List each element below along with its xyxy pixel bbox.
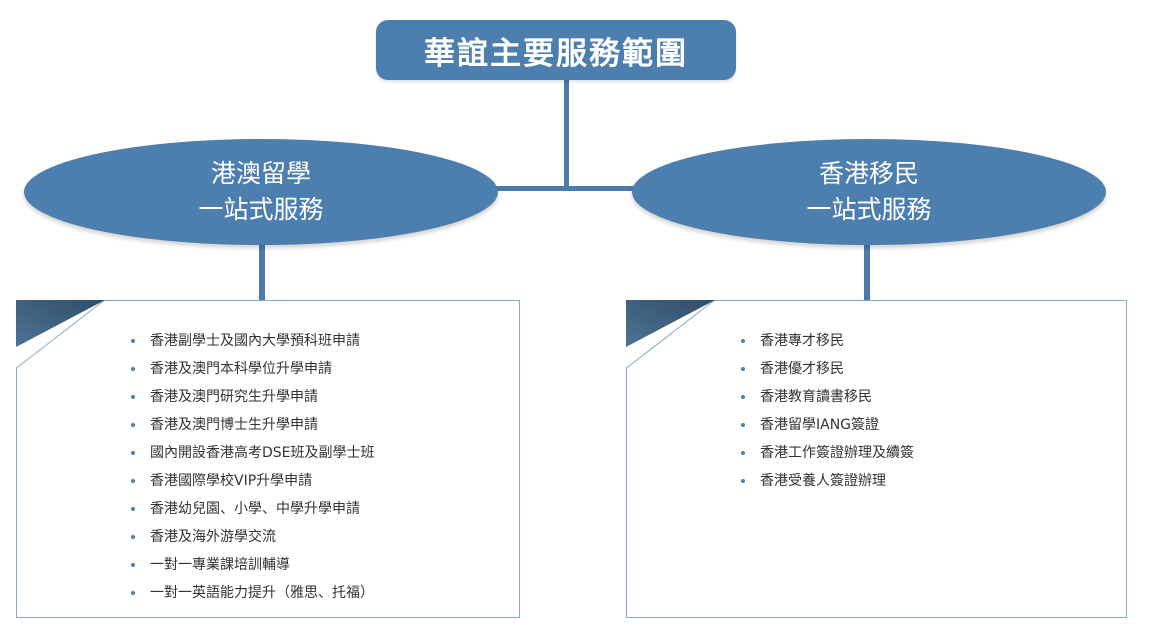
immigration-card-tab <box>626 300 715 347</box>
diagram-title: 華誼主要服務範圍 <box>376 20 736 80</box>
connector-right-down <box>864 245 870 300</box>
study-service-list: 香港副學士及國內大學預科班申請 香港及澳門本科學位升學申請 香港及澳門研究生升學… <box>128 327 375 607</box>
list-item: 香港幼兒園、小學、中學升學申請 <box>128 495 375 523</box>
list-item: 香港教育讀書移民 <box>738 383 914 411</box>
list-item: 香港留學IANG簽證 <box>738 411 914 439</box>
bullet-icon <box>741 367 745 371</box>
list-item: 香港工作簽證辦理及續簽 <box>738 439 914 467</box>
bullet-icon <box>131 535 135 539</box>
list-item: 一對一英語能力提升（雅思、托福） <box>128 579 375 607</box>
list-item: 香港專才移民 <box>738 327 914 355</box>
bullet-icon <box>741 339 745 343</box>
branch-study: 港澳留學 一站式服務 <box>24 139 498 245</box>
list-item: 香港受養人簽證辦理 <box>738 467 914 495</box>
bullet-icon <box>131 339 135 343</box>
branch-immigration: 香港移民 一站式服務 <box>632 139 1106 245</box>
branch-immigration-line2: 一站式服務 <box>806 195 932 224</box>
list-item: 香港及澳門研究生升學申請 <box>128 383 375 411</box>
bullet-icon <box>131 451 135 455</box>
list-item: 香港副學士及國內大學預科班申請 <box>128 327 375 355</box>
study-card-tab <box>16 300 105 347</box>
study-card <box>16 300 520 618</box>
bullet-icon <box>131 423 135 427</box>
list-item: 香港優才移民 <box>738 355 914 383</box>
bullet-icon <box>741 479 745 483</box>
bullet-icon <box>131 507 135 511</box>
immigration-card <box>626 300 1127 618</box>
list-item: 一對一專業課培訓輔導 <box>128 551 375 579</box>
list-item: 香港及海外游學交流 <box>128 523 375 551</box>
list-item: 國內開設香港高考DSE班及副學士班 <box>128 439 375 467</box>
list-item: 香港及澳門本科學位升學申請 <box>128 355 375 383</box>
bullet-icon <box>741 423 745 427</box>
bullet-icon <box>131 367 135 371</box>
list-item: 香港及澳門博士生升學申請 <box>128 411 375 439</box>
bullet-icon <box>131 563 135 567</box>
branch-study-line1: 港澳留學 <box>210 159 311 188</box>
connector-left-down <box>259 245 265 300</box>
bullet-icon <box>741 451 745 455</box>
branch-study-line2: 一站式服務 <box>198 195 324 224</box>
list-item: 香港國際學校VIP升學申請 <box>128 467 375 495</box>
bullet-icon <box>131 395 135 399</box>
branch-immigration-line1: 香港移民 <box>818 159 919 188</box>
immigration-service-list: 香港專才移民 香港優才移民 香港教育讀書移民 香港留學IANG簽證 香港工作簽證… <box>738 327 914 495</box>
connector-horizontal <box>496 186 636 191</box>
connector-title-down <box>564 80 569 188</box>
bullet-icon <box>741 395 745 399</box>
bullet-icon <box>131 479 135 483</box>
bullet-icon <box>131 591 135 595</box>
